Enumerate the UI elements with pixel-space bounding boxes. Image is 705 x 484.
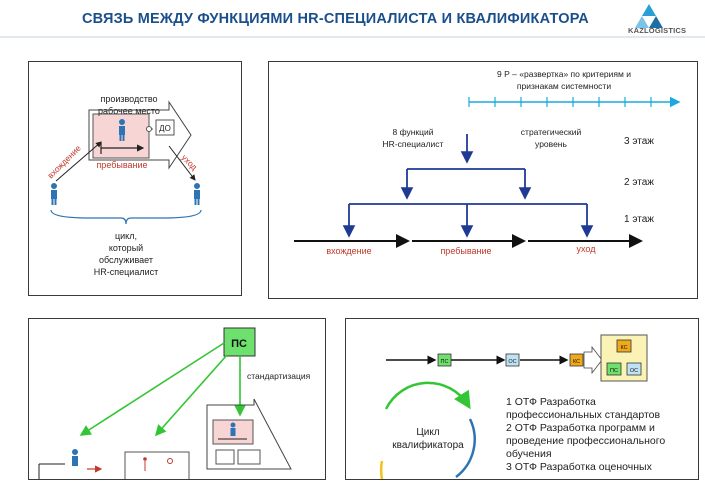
cycle-arc-yellow [379,460,384,480]
qualifier-ks-label: КС [620,345,627,351]
do-label: ДО [159,124,171,133]
os-chip [505,353,520,367]
production-label: производство [100,94,157,104]
stay-label: пребывание [96,160,147,170]
left-person-icon [72,449,78,466]
qualifier-ps-label: ПС [610,368,618,374]
hierarchy-tree [342,134,594,238]
title-divider [0,36,705,38]
cycle-label-line-1: цикл, [115,231,137,241]
small-outline-arrow [583,345,603,375]
do-box [155,119,175,136]
qualifier-diagram: ПС ОС КС КС ПС ОС Цикл квалификатора 1 О… [379,334,665,480]
hr-cycle-diagram: производство рабочее место ДО пребывание… [45,94,202,277]
ps-label: ПС [231,338,247,350]
workplace-label: рабочее место [98,106,160,116]
cycle-label-line-2: квалификатора [392,439,464,451]
mini-box-b [237,449,261,465]
panel-hr-cycle: производство рабочее место ДО пребывание… [28,61,242,296]
logo-name: KAZLOGISTICS [628,26,687,35]
ps-box [223,327,256,357]
ruler-label-line-2: признакам системности [517,81,611,91]
qualifier-os-label: ОС [630,368,638,374]
otf-line-1: 1 ОТФ Разработка [506,396,596,408]
ps-chip [437,353,452,367]
standardization-label: стандартизация [247,371,311,381]
cycle-arc-green [384,381,471,410]
ruler-label-line-1: 9 Р – «развертка» по критериям и [497,69,631,79]
floor-2-label: 2 этаж [624,177,654,188]
ps-chip-label: ПС [441,359,449,365]
outline-arrow [206,398,292,470]
ks-chip-label: КС [573,359,580,365]
strategic-label-line-2: уровень [535,139,567,149]
otf-list: 1 ОТФ Разработка профессиональных станда… [506,396,665,473]
panel-hr-levels: 9 Р – «развертка» по критериям и признак… [268,61,698,299]
cycle-label-line-3: обслуживает [99,255,153,265]
floor-1-label: 1 этаж [624,214,654,225]
hr-levels-diagram: 9 Р – «развертка» по критериям и признак… [294,69,681,256]
page-title: СВЯЗЬ МЕЖДУ ФУНКЦИЯМИ HR-СПЕЦИАЛИСТА И К… [82,11,589,27]
otf-line-4: проведение профессионального [506,435,665,447]
middle-box [124,451,190,483]
os-chip-label: ОС [508,359,516,365]
functions-label-line-1: 8 функций [392,127,433,137]
exit-label: уход [180,152,200,172]
entry-person-icon [51,183,57,205]
person-icon-small [230,422,236,436]
axis-entry-label: вхождение [326,246,371,256]
cycle-label-line-2: который [109,243,143,253]
standardization-diagram: ПС стандартизация [38,327,311,483]
person-icon [119,119,125,141]
strategic-label-line-1: стратегический [521,127,582,137]
entry-label: вхождение [45,143,83,181]
otf-line-6: 3 ОТФ Разработка оценочных [506,461,653,473]
kazlogistics-logo-icon [635,4,663,28]
functions-label-line-2: HR-специалист [383,139,444,149]
exit-person-icon [194,183,200,205]
mini-box-a [215,449,235,465]
panel-standardization: ПС стандартизация [28,318,326,483]
cycle-label-line-4: HR-специалист [94,267,158,277]
ruler-ticks [468,97,652,107]
cycle-bracket [50,209,202,225]
panel-qualifier-cycle: ПС ОС КС КС ПС ОС Цикл квалификатора 1 О… [345,318,699,480]
cycle-label-line-1: Цикл [416,427,439,438]
do-connector [146,126,152,132]
floor-3-label: 3 этаж [624,136,654,147]
axis-stay-label: пребывание [440,246,491,256]
otf-line-2: профессиональных стандартов [506,409,660,421]
otf-line-5: обучения [506,448,552,460]
ks-chip [569,353,584,367]
production-arrow-outline [88,100,192,170]
axis-exit-label: уход [577,244,597,254]
otf-line-3: 2 ОТФ Разработка программ и [506,422,655,434]
